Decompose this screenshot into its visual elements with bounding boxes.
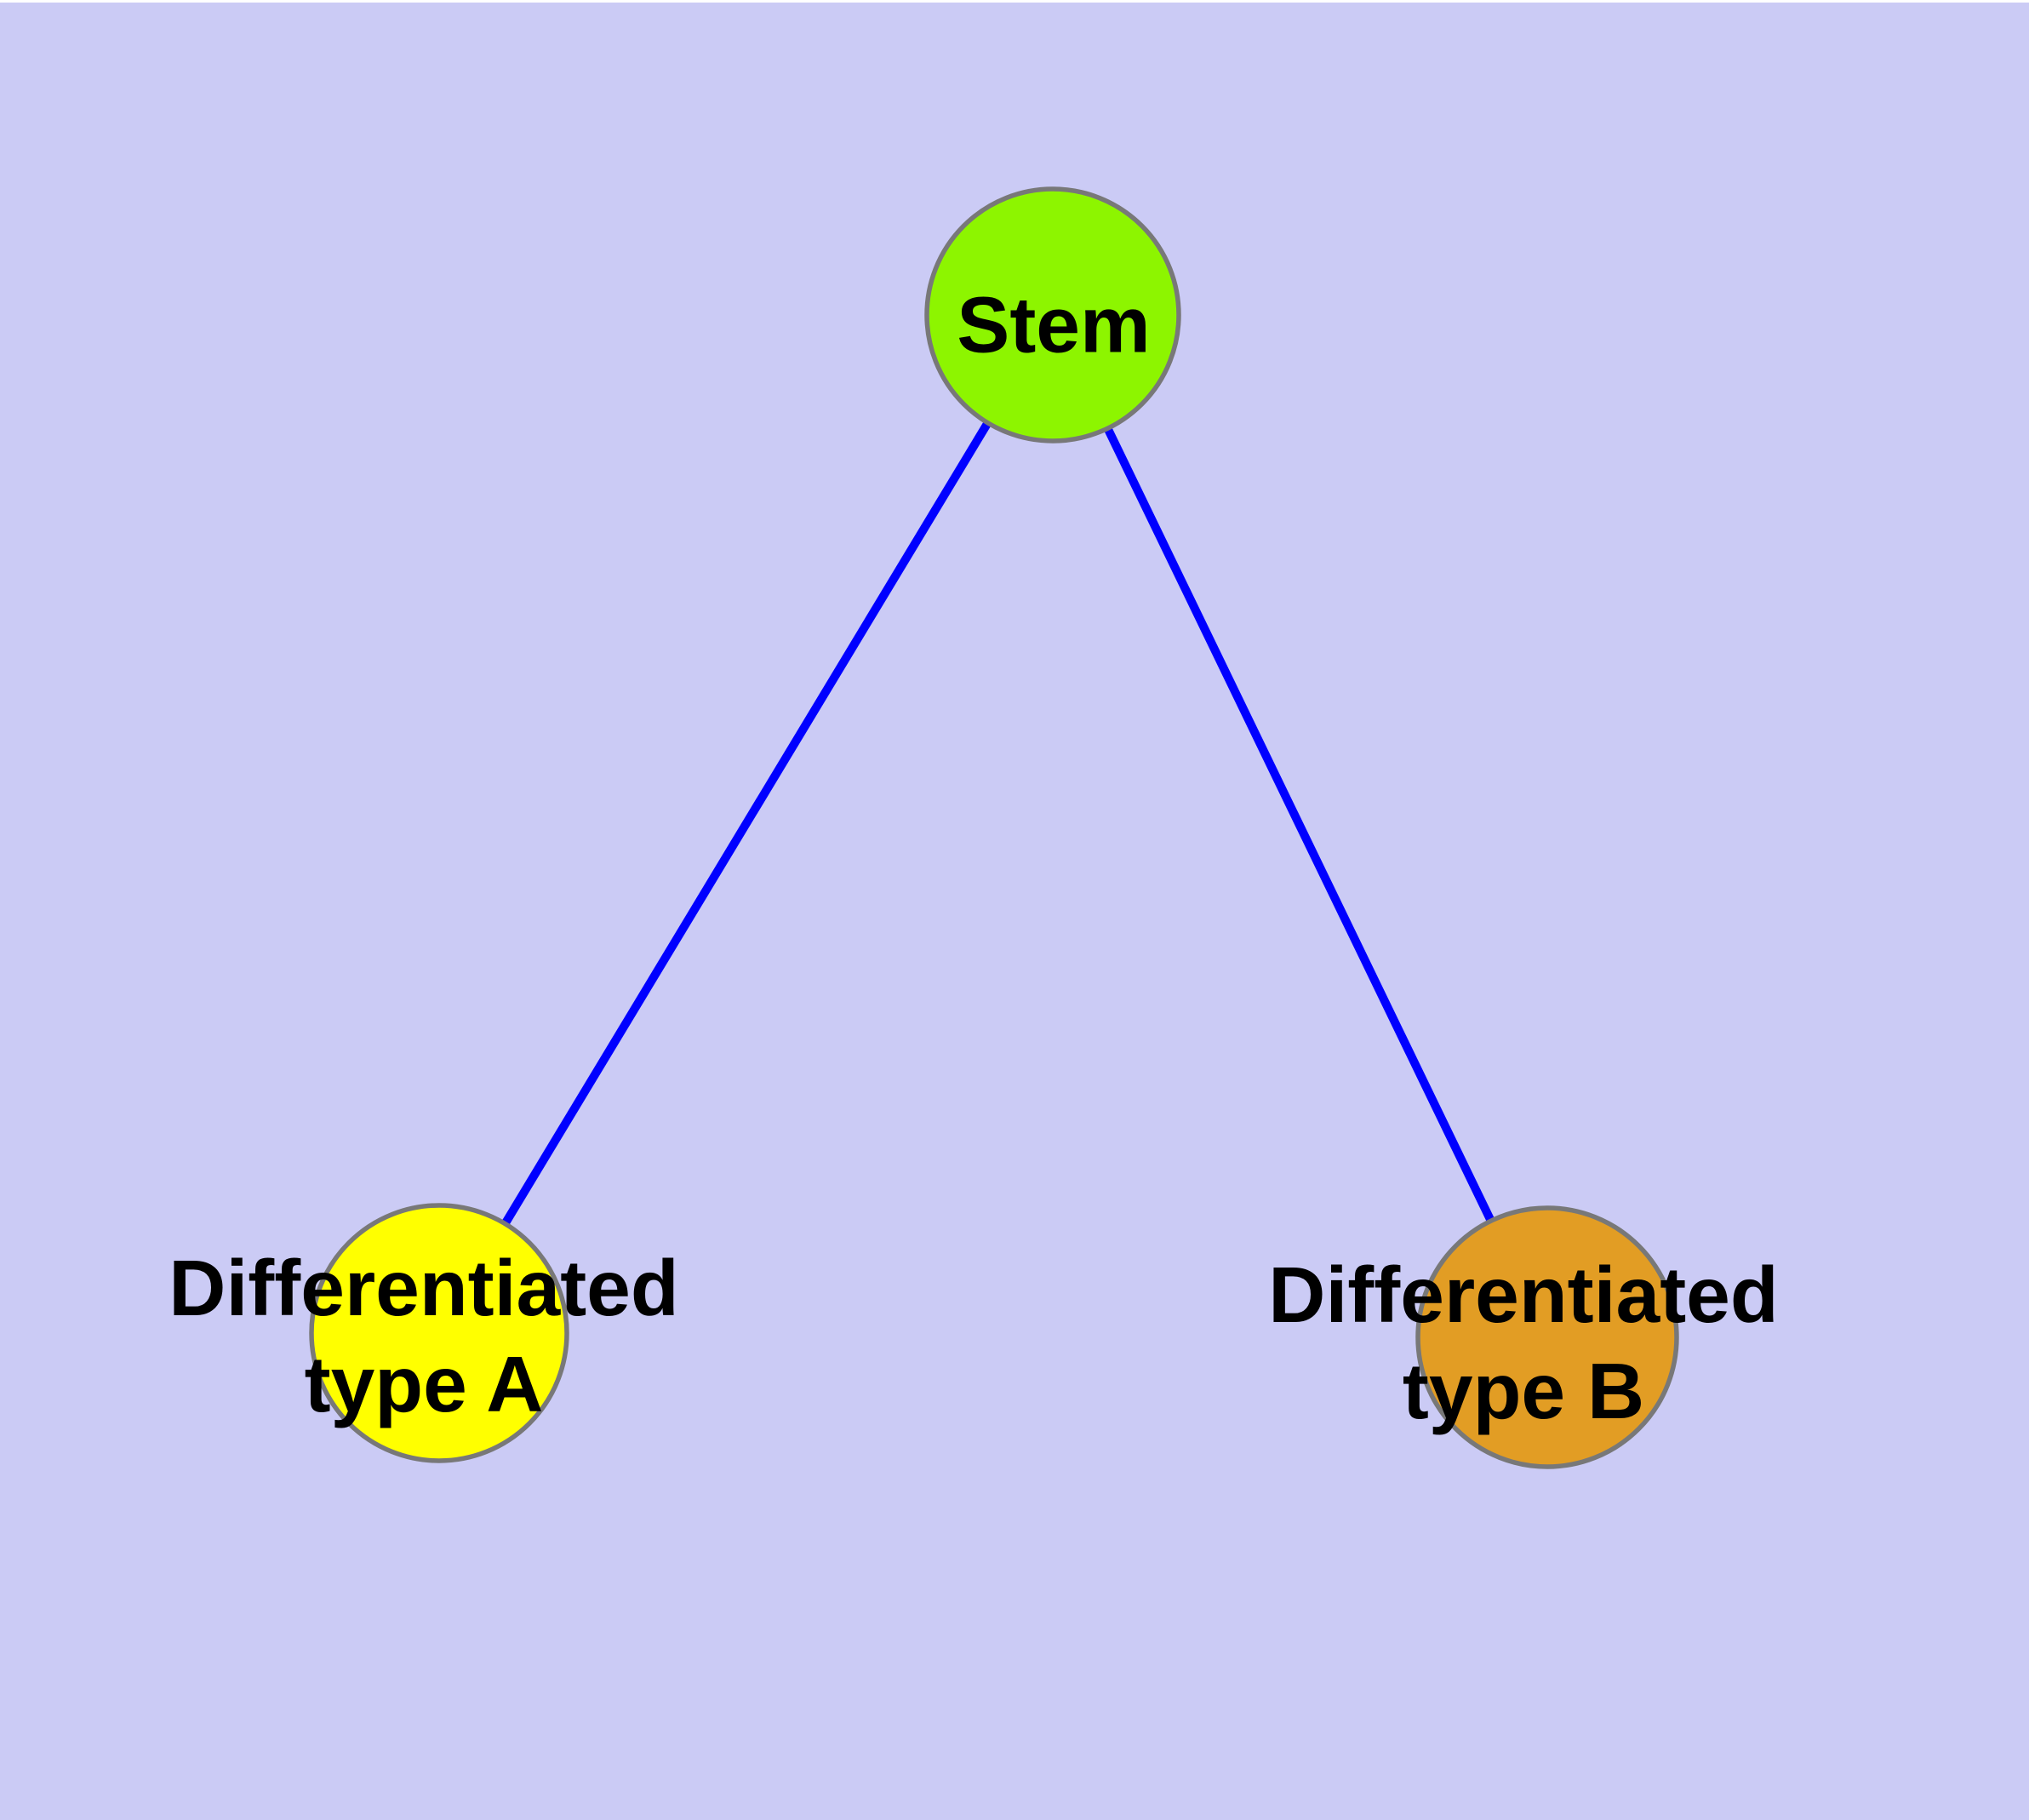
edge-stem-to-type-b bbox=[1049, 312, 1552, 1340]
node-type-a-circle bbox=[309, 1203, 569, 1463]
top-edge-strip bbox=[0, 0, 2029, 3]
edge-stem-to-type-a bbox=[435, 312, 1057, 1336]
node-type-b-circle bbox=[1415, 1205, 1679, 1469]
node-stem-circle bbox=[924, 186, 1181, 444]
